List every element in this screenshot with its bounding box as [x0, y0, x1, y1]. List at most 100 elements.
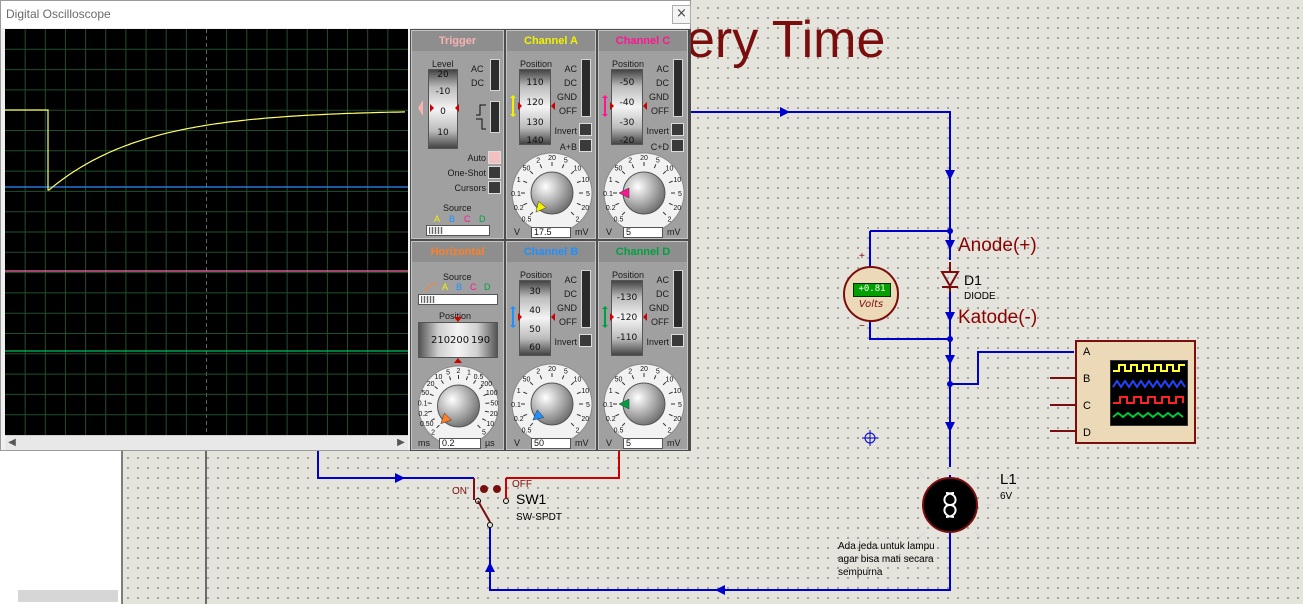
horizontal-scrollbar[interactable]: ◀ ▶	[5, 435, 408, 450]
channel-d-value-field[interactable]: 5	[623, 438, 663, 449]
probe-channel-c: C	[1083, 400, 1091, 412]
oscilloscope-window[interactable]: Digital Oscilloscope × ◀ ▶ Trigger Level…	[0, 0, 691, 451]
horizontal-source-slider[interactable]	[418, 294, 498, 305]
scroll-left-icon[interactable]: ◀	[8, 437, 16, 448]
switch-ref: SW1	[516, 491, 547, 507]
trigger-oneshot-button[interactable]	[488, 166, 501, 179]
trigger-cursors-button[interactable]	[488, 181, 501, 194]
channel-d-invert-label: Invert	[646, 337, 669, 347]
knob-scale-label: 0.50	[420, 421, 434, 428]
oscilloscope-screen[interactable]	[5, 29, 408, 435]
trace-channel-a	[5, 109, 406, 191]
channel-b-offset-marker-icon	[510, 306, 555, 328]
knob-scale-label: 50	[490, 400, 498, 407]
knob-scale-label: 20	[640, 366, 648, 373]
junction-dot	[947, 381, 953, 387]
trigger-auto-button[interactable]	[488, 151, 501, 164]
channel-a-value-field[interactable]: 17.5	[531, 227, 571, 238]
dc-voltmeter[interactable]: +0.81 Volts	[843, 266, 899, 322]
horizontal-edge-icon	[424, 283, 437, 292]
knob-scale-label: 20	[581, 416, 589, 423]
timebase-value-field[interactable]: 0.2	[439, 438, 481, 449]
knob-scale-label: 2	[431, 429, 435, 436]
knob-scale-label: 20	[548, 366, 556, 373]
channel-d-coupling-switch[interactable]	[673, 270, 683, 328]
knob-scale-label: 2	[536, 369, 540, 376]
channel-d-mode-dc: DC	[656, 289, 669, 299]
scroll-right-icon[interactable]: ▶	[397, 437, 405, 448]
channel-b-invert-button[interactable]	[579, 334, 592, 347]
trigger-source-label: Source	[443, 203, 472, 213]
wire-switch-off[interactable]	[506, 451, 620, 479]
channel-a-invert-label: Invert	[554, 126, 577, 136]
diode-ref: D1	[964, 272, 982, 288]
channel-b-coupling-switch[interactable]	[581, 270, 591, 328]
channel-c-invert-button[interactable]	[671, 123, 684, 136]
channel-c-left-unit: V	[606, 227, 613, 237]
wire-top[interactable]	[690, 111, 951, 231]
channel-c-position-drum[interactable]: -50-40-30-20	[611, 69, 643, 146]
channel-d-position-drum[interactable]: -130-120-110	[611, 280, 643, 356]
channel-b-value-field[interactable]: 50	[531, 438, 571, 449]
channel-d-position-label: Position	[612, 270, 645, 280]
switch-on-label: ON	[452, 486, 467, 497]
spdt-switch-symbol[interactable]	[473, 478, 509, 528]
channel-a-combine-button[interactable]	[579, 139, 592, 152]
knob-scale-label: 5	[564, 369, 568, 376]
close-button[interactable]: ×	[672, 5, 691, 24]
panel-scrollbar[interactable]	[18, 590, 118, 602]
sheet-border	[205, 448, 207, 604]
diode-symbol[interactable]	[940, 262, 960, 292]
knob-scale-label: 20	[490, 411, 498, 418]
trigger-source-c: C	[464, 214, 471, 224]
trigger-panel: Trigger Level 20 -10 0 10 AC DC Auto One…	[411, 30, 504, 239]
horizontal-position-drum[interactable]: 210 200 190	[418, 322, 498, 358]
knob-scale-label: 5	[446, 370, 450, 377]
trigger-edge-switch[interactable]	[490, 101, 500, 133]
channel-a-coupling-switch[interactable]	[581, 59, 591, 117]
lamp-ref: L1	[1000, 471, 1017, 488]
channel-c-coupling-switch[interactable]	[673, 59, 683, 117]
channel-c-combine-button[interactable]	[671, 139, 684, 152]
knob-scale-label: 0.2	[514, 205, 524, 212]
window-titlebar[interactable]: Digital Oscilloscope ×	[1, 1, 691, 28]
knob-scale-label: 50	[421, 390, 429, 397]
oscilloscope-probe[interactable]: A B C D	[1075, 340, 1196, 444]
channel-a-mode-ac: AC	[564, 64, 577, 74]
trigger-auto-label: Auto	[467, 153, 486, 163]
trigger-source-slider[interactable]	[426, 225, 490, 236]
note-line: sempurna	[838, 567, 883, 578]
knob-scale-label: 1	[517, 388, 521, 395]
channel-d-invert-button[interactable]	[671, 334, 684, 347]
channel-c-value-field[interactable]: 5	[623, 227, 663, 238]
knob-scale-label: 0.5	[474, 374, 484, 381]
horizontal-source-b: B	[456, 282, 463, 292]
channel-b-mode-off: OFF	[559, 317, 577, 327]
wire-probe-a[interactable]	[950, 351, 1074, 385]
horizontal-source-c: C	[470, 282, 477, 292]
switch-off-label: OFF	[512, 479, 532, 490]
channel-a-title: Channel A	[507, 31, 595, 51]
channel-b-position-label: Position	[520, 270, 553, 280]
current-arrow-icon	[945, 355, 955, 365]
channel-d-mode-gnd: GND	[649, 303, 669, 313]
trigger-coupling-switch[interactable]	[490, 59, 500, 91]
knob-scale-label: 100	[486, 390, 498, 397]
trigger-level-drum[interactable]: 20 -10 0 10	[428, 69, 458, 149]
voltmeter-unit: Volts	[858, 299, 884, 310]
wire-vm-minus[interactable]	[869, 320, 950, 340]
channel-a-combine-label: A+B	[559, 142, 577, 152]
wire-switch-on[interactable]	[317, 451, 474, 479]
channel-b-title: Channel B	[507, 242, 595, 262]
lamp-bulb[interactable]	[922, 477, 978, 533]
schematic-note: Ada jeda untuk lampu agar bisa mati seca…	[838, 540, 935, 579]
channel-c-mode-off: OFF	[651, 106, 669, 116]
channel-a-invert-button[interactable]	[579, 123, 592, 136]
